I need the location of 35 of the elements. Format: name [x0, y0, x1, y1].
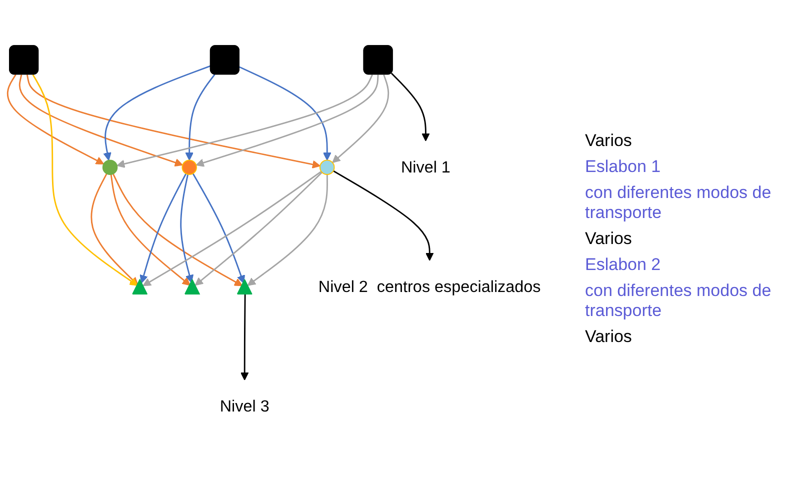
arrow	[240, 294, 249, 380]
arrow	[103, 64, 212, 160]
arrow	[116, 74, 373, 168]
arrow	[18, 74, 183, 166]
arrow	[90, 173, 138, 286]
note-text: Varios	[585, 229, 633, 249]
note-text: Eslabon 1	[585, 157, 662, 177]
note-text: Varios	[585, 327, 633, 347]
arrow	[26, 74, 320, 168]
node-circle	[102, 159, 118, 175]
note-text: Varios	[585, 131, 633, 151]
arrow	[194, 172, 322, 286]
arrow	[332, 74, 390, 163]
arrow	[142, 170, 322, 286]
arrow	[192, 172, 246, 284]
arrow	[185, 74, 216, 160]
note-text: Eslabon 2	[585, 255, 662, 275]
node-circle	[182, 159, 197, 175]
arrow	[140, 173, 187, 284]
note-text: con diferentes modos de transporte	[585, 183, 772, 223]
arrow	[32, 74, 138, 286]
arrow	[390, 72, 430, 142]
note-text: con diferentes modos de transporte	[585, 281, 772, 321]
node-circle	[319, 159, 335, 175]
node-text: Nivel 1	[400, 158, 450, 176]
node-text: Nivel 3	[220, 396, 270, 416]
arrow	[110, 174, 191, 286]
arrow	[180, 174, 194, 283]
arrow	[239, 66, 332, 160]
arrow	[332, 170, 434, 261]
arrow	[6, 74, 104, 164]
node-text: Nivel 2 centros especializados	[318, 277, 541, 296]
arrow	[196, 74, 379, 167]
arrow	[247, 174, 328, 286]
arrow	[112, 173, 243, 286]
